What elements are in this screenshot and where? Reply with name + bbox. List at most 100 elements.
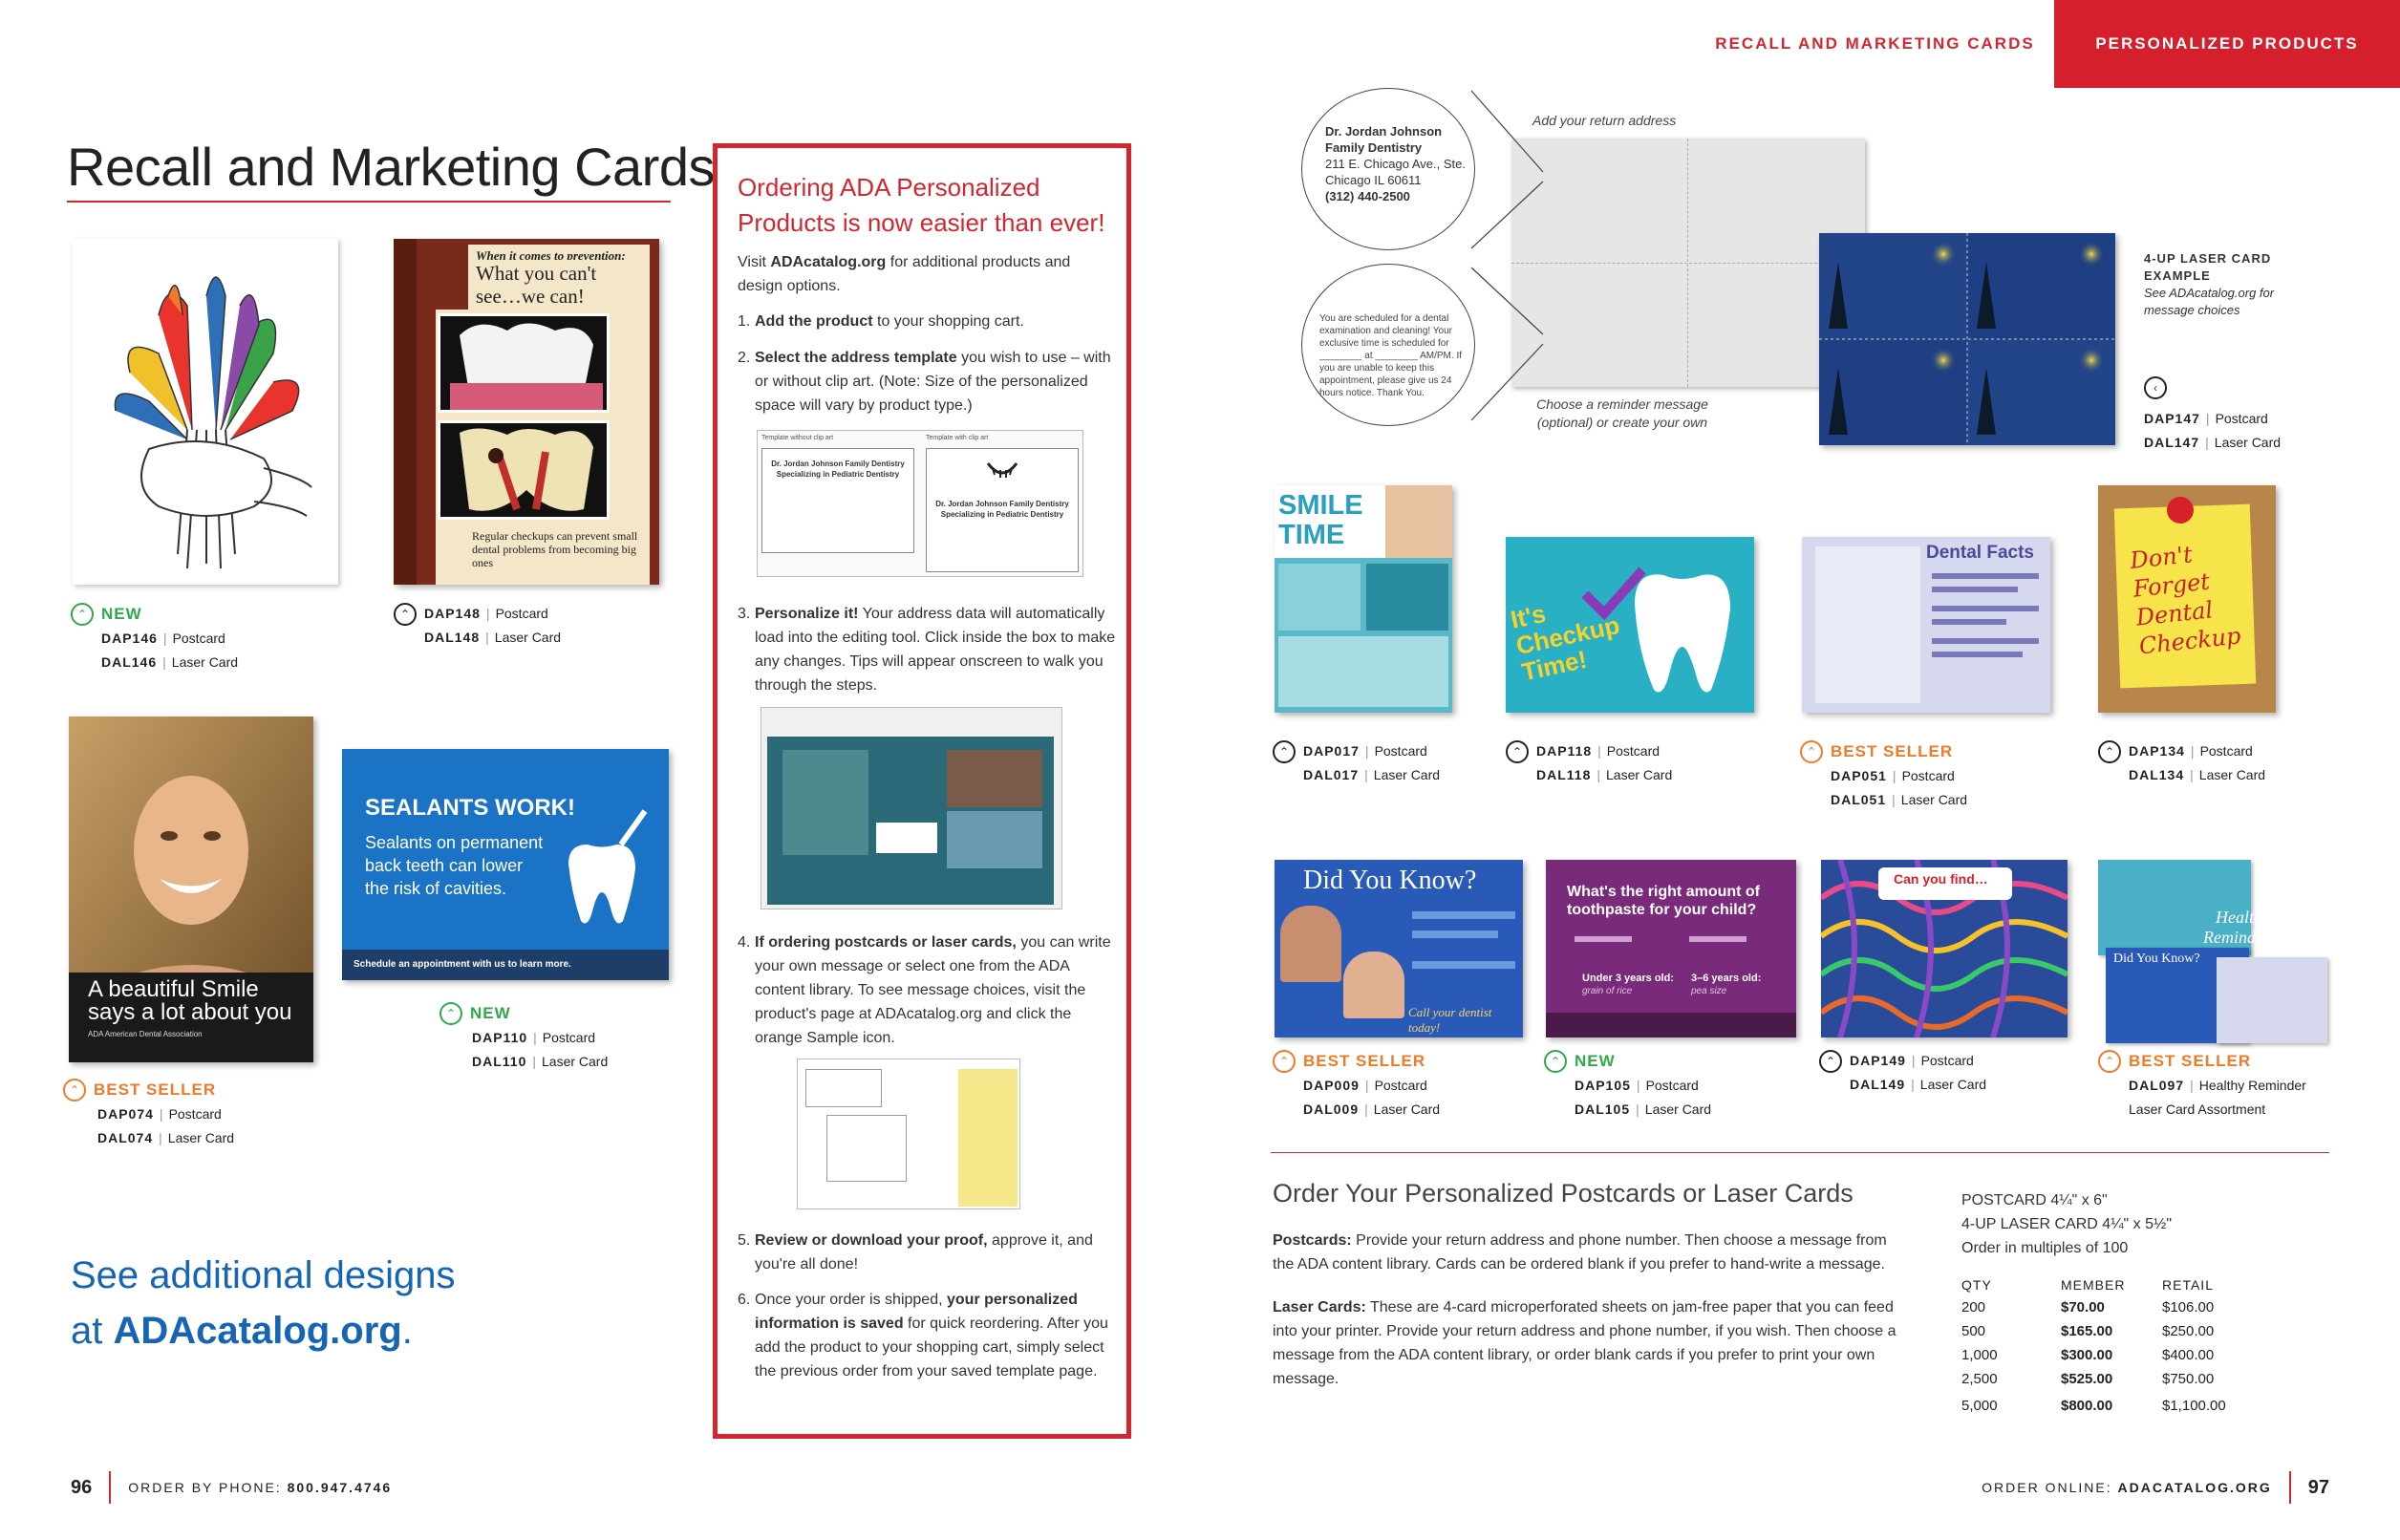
product-code[interactable]: DAP105 (1575, 1078, 1631, 1093)
product-type: Postcard (495, 606, 548, 621)
product-dap017: ⌃DAP017|Postcard DAL017|Laser Card (1273, 739, 1440, 787)
product-image-dap097[interactable]: Healthy Reminder Did You Know? (2098, 860, 2333, 1051)
product-code[interactable]: DAL147 (2144, 435, 2200, 450)
address-callout: Dr. Jordan Johnson Family Dentistry 211 … (1301, 88, 1475, 250)
product-type: Postcard (168, 1106, 222, 1122)
product-code[interactable]: DAP118 (1536, 743, 1593, 759)
product-code[interactable]: DAL146 (101, 654, 158, 670)
product-type: Laser Card (494, 630, 562, 645)
product-code[interactable]: DAP017 (1303, 743, 1360, 759)
product-code[interactable]: DAP134 (2129, 743, 2185, 759)
product-type: Postcard (542, 1030, 596, 1045)
best-seller-icon: ⌃ (63, 1079, 86, 1102)
ordering-step-6: 6.Once your order is shipped, your perso… (738, 1292, 1108, 1380)
product-image-dap149[interactable]: Can you find… (1821, 860, 2068, 1037)
product-image-dap105[interactable]: What's the right amount of toothpaste fo… (1546, 860, 1796, 1037)
product-type: Laser Card (1373, 767, 1441, 782)
table-row: 2,500$525.00$750.00 (1961, 1371, 2215, 1387)
product-type: Laser Card (542, 1054, 609, 1069)
best-seller-icon: ⌃ (2098, 1050, 2121, 1073)
ordering-step-3: 3.Personalize it! Your address data will… (738, 606, 1116, 694)
new-badge-icon: ⌃ (439, 1002, 462, 1025)
badge-new: NEW (101, 605, 142, 623)
card-text: A beautiful Smile says a lot about you (88, 976, 292, 1025)
size-specs: POSTCARD 4¼" x 6" 4-UP LASER CARD 4¼" x … (1961, 1192, 2173, 1256)
product-image-dap146[interactable] (73, 239, 338, 585)
product-dap118: ⌃DAP118|Postcard DAL118|Laser Card (1506, 739, 1672, 787)
product-type: Laser Card (1373, 1102, 1441, 1117)
product-type: Healthy Reminder (2198, 1078, 2306, 1093)
card-age2: 3–6 years old: (1691, 973, 1762, 984)
header-tab-recall[interactable]: RECALL AND MARKETING CARDS (1715, 34, 2035, 53)
product-code[interactable]: DAP149 (1850, 1053, 1906, 1068)
product-dap009: ⌃BEST SELLER DAP009|Postcard DAL009|Lase… (1273, 1049, 1440, 1122)
section-rule (1271, 1152, 2329, 1153)
chevron-left-icon[interactable]: ‹ (2144, 376, 2167, 399)
table-header: RETAIL (2162, 1277, 2214, 1293)
template-screenshot: Template without clip art Template with … (757, 430, 1083, 577)
product-code[interactable]: DAL074 (97, 1130, 154, 1145)
product-image-dap051[interactable]: Dental Facts (1802, 537, 2050, 713)
product-code[interactable]: DAL134 (2129, 767, 2185, 782)
footer-left: 96 ORDER BY PHONE: 800.947.4746 (71, 1471, 392, 1504)
order-by-phone[interactable]: ORDER BY PHONE: 800.947.4746 (128, 1480, 393, 1495)
order-online[interactable]: ORDER ONLINE: ADACATALOG.ORG (1982, 1480, 2272, 1495)
new-badge-icon: ⌃ (71, 603, 94, 626)
product-image-dap118[interactable]: It's Checkup Time! (1506, 537, 1754, 713)
product-code[interactable]: DAL148 (424, 630, 481, 645)
product-type: Postcard (1606, 743, 1661, 759)
product-code[interactable]: DAP009 (1303, 1078, 1360, 1093)
product-type: Postcard (1920, 1053, 1974, 1068)
product-image-dap110[interactable]: SEALANTS WORK! Sealants on permanent bac… (342, 749, 669, 980)
ada-catalog-link[interactable]: ADAcatalog.org (770, 254, 887, 270)
chevron-up-icon: ⌃ (1506, 739, 1529, 763)
product-type: Laser Card (1606, 767, 1673, 782)
product-code[interactable]: DAP074 (97, 1106, 154, 1122)
title-rule (67, 201, 671, 203)
ada-catalog-link[interactable]: ADAcatalog.org (113, 1310, 402, 1352)
product-image-dap009[interactable]: Did You Know? Call your dentist today! (1275, 860, 1523, 1037)
product-code[interactable]: DAP051 (1831, 768, 1887, 783)
product-code[interactable]: DAP110 (472, 1030, 528, 1045)
header-tab-personalized[interactable]: PERSONALIZED PRODUCTS (2054, 0, 2400, 88)
product-code[interactable]: DAP148 (424, 606, 481, 621)
table-row: 5,000$800.00$1,100.00 (1961, 1397, 2226, 1414)
card-age2-sub: pea size (1691, 986, 1727, 996)
table-header: QTY (1961, 1277, 1992, 1293)
product-code[interactable]: DAL149 (1850, 1077, 1906, 1092)
badge-new: NEW (1575, 1052, 1616, 1070)
product-type: Laser Card (167, 1130, 235, 1145)
page-number-left: 96 (71, 1476, 93, 1498)
product-image-dap134[interactable]: Don't Forget Dental Checkup (2098, 485, 2276, 713)
product-dap110: ⌃NEW DAP110|Postcard DAL110|Laser Card (439, 1001, 608, 1074)
ordering-step-5: 5.Review or download your proof, approve… (738, 1232, 1093, 1273)
card-title: Dental Facts (1926, 543, 2034, 563)
product-type: Postcard (1645, 1078, 1699, 1093)
product-code[interactable]: DAL105 (1575, 1102, 1631, 1117)
product-type: Laser Card (1900, 792, 1968, 807)
see-more-text[interactable]: See additional designs at ADAcatalog.org… (71, 1254, 456, 1352)
product-code[interactable]: DAP146 (101, 631, 158, 646)
badge-best-seller: BEST SELLER (1303, 1052, 1426, 1070)
card-text: Don't Forget Dental Checkup (2129, 541, 2242, 660)
product-image-dap017[interactable]: SMILE TIME (1275, 485, 1452, 713)
chevron-up-icon: ⌃ (394, 602, 417, 626)
product-code[interactable]: DAL017 (1303, 767, 1360, 782)
product-image-dap074[interactable]: A beautiful Smile says a lot about you A… (69, 717, 313, 1062)
card-age1-sub: grain of rice (1582, 986, 1633, 996)
product-image-dap148[interactable]: When it comes to prevention: What you ca… (394, 239, 659, 585)
table-row: 200$70.00$106.00 (1961, 1299, 2215, 1315)
product-code[interactable]: DAP147 (2144, 411, 2200, 426)
badge-best-seller: BEST SELLER (1831, 742, 1954, 760)
table-row: 1,000$300.00$400.00 (1961, 1347, 2215, 1363)
laser-example-label: 4-UP LASER CARD EXAMPLE See ADAcatalog.o… (2144, 251, 2275, 317)
product-code[interactable]: DAL009 (1303, 1102, 1360, 1117)
page-title: Recall and Marketing Cards (67, 137, 715, 197)
best-seller-icon: ⌃ (1273, 1050, 1296, 1073)
product-code[interactable]: DAL110 (472, 1054, 527, 1069)
product-image-dap147[interactable] (1819, 233, 2115, 445)
product-code[interactable]: DAL051 (1831, 792, 1887, 807)
product-code[interactable]: DAL118 (1536, 767, 1592, 782)
product-type: Postcard (172, 631, 225, 646)
product-code[interactable]: DAL097 (2129, 1078, 2185, 1093)
